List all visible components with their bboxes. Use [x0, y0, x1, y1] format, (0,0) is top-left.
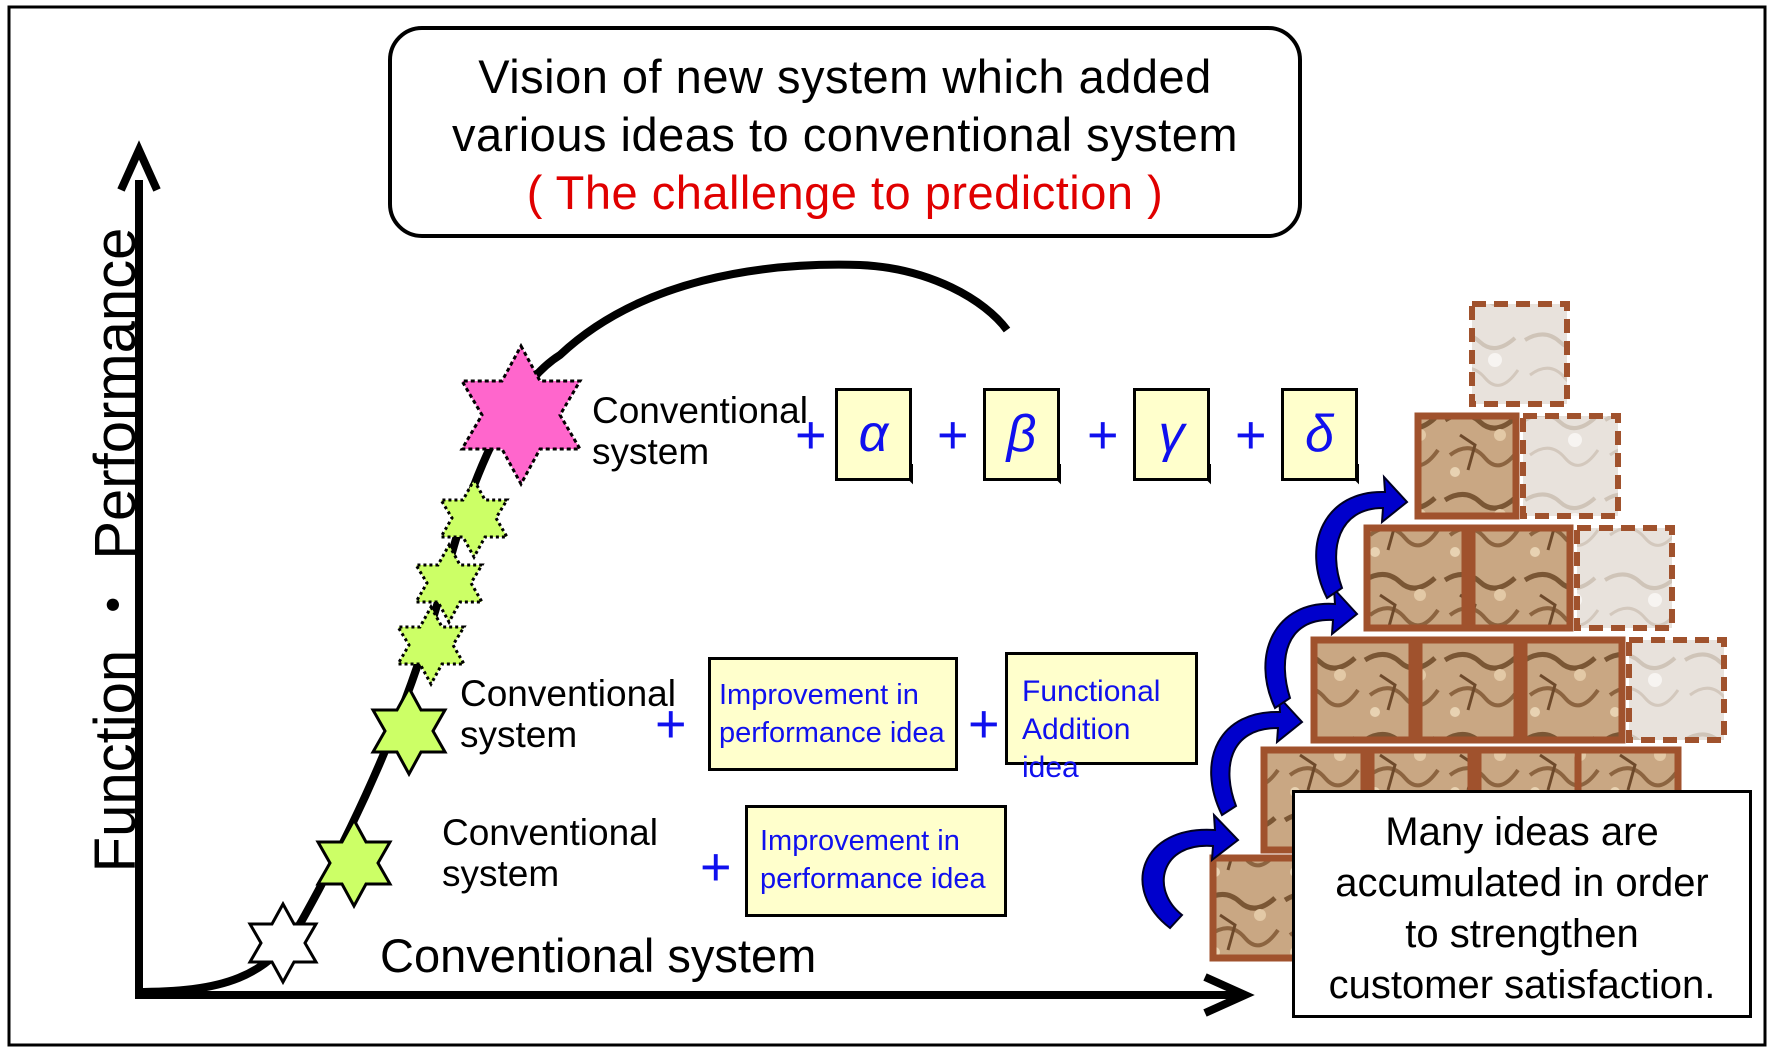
stage2-idea1-line-2: performance idea: [719, 717, 945, 749]
stage2-plus-1: +: [655, 694, 687, 754]
base-system-label: Conventional system: [380, 929, 817, 982]
stage1-idea-note: Improvement in performance idea: [745, 805, 1007, 917]
vision-line-3: ( The challenge to prediction ): [526, 166, 1164, 219]
summary-line-3: to strengthen: [1405, 912, 1639, 956]
stage1-system-label: Conventional system: [442, 812, 658, 895]
vision-line-2: various ideas to conventional system: [451, 108, 1239, 161]
stage3-plus-1: +: [795, 405, 827, 465]
summary-callout: Many ideas are accumulated in order to s…: [1292, 790, 1752, 1018]
stage3-plus-4: +: [1235, 405, 1267, 465]
x-axis-arrowhead: [1203, 973, 1255, 1017]
summary-line-4: customer satisfaction.: [1328, 963, 1716, 1007]
stage2-system-line-2: system: [460, 714, 578, 756]
star-pink-icon: [459, 342, 583, 488]
y-axis-arrowhead: [117, 140, 161, 192]
star-green-icon: [315, 816, 393, 910]
alpha-idea-note: α: [835, 388, 912, 481]
stage2-idea-note-2: Functional Addition idea: [1005, 652, 1198, 784]
star-green-dotted-icon: [413, 541, 485, 626]
stage2-plus-2: +: [968, 694, 1000, 754]
stage1-plus: +: [700, 837, 732, 897]
stage1-system-line-1: Conventional: [442, 812, 658, 853]
star-green-dotted-icon: [395, 603, 467, 688]
summary-line-2: accumulated in order: [1335, 861, 1709, 905]
beta-idea-note: β: [983, 388, 1060, 481]
stage2-system-line-1: Conventional: [460, 673, 676, 714]
stage1-idea-line-1: Improvement in: [760, 825, 960, 857]
y-axis-label: Function ・ Performance: [83, 227, 148, 873]
stage3-plus-3: +: [1087, 405, 1119, 465]
gamma-idea-note: γ: [1133, 388, 1210, 481]
stage2-idea1-line-1: Improvement in: [719, 679, 919, 711]
vision-line-1: Vision of new system which added: [478, 50, 1212, 103]
stage1-system-line-2: system: [442, 853, 560, 895]
star-white-icon: [247, 900, 319, 986]
star-green-dotted-icon: [438, 476, 510, 561]
stage3-system-line-2: system: [592, 431, 710, 473]
star-green-icon: [370, 684, 448, 778]
stage3-plus-2: +: [937, 405, 969, 465]
stage3-system-label: Conventional system: [592, 390, 808, 473]
outer-frame: [7, 5, 1767, 1047]
stage2-idea2-line-2: Addition idea: [1022, 713, 1131, 784]
vision-callout: Vision of new system which added various…: [388, 26, 1302, 238]
stage2-system-label: Conventional system: [460, 673, 676, 756]
blue-curved-arrows: [1141, 474, 1409, 930]
stage2-idea-note-1: Improvement in performance idea: [708, 657, 958, 771]
delta-idea-note: δ: [1281, 388, 1358, 481]
stage2-idea2-line-1: Functional: [1022, 675, 1161, 708]
stage3-system-line-1: Conventional: [592, 390, 808, 431]
summary-line-1: Many ideas are: [1385, 810, 1659, 854]
stage1-idea-line-2: performance idea: [760, 863, 986, 895]
